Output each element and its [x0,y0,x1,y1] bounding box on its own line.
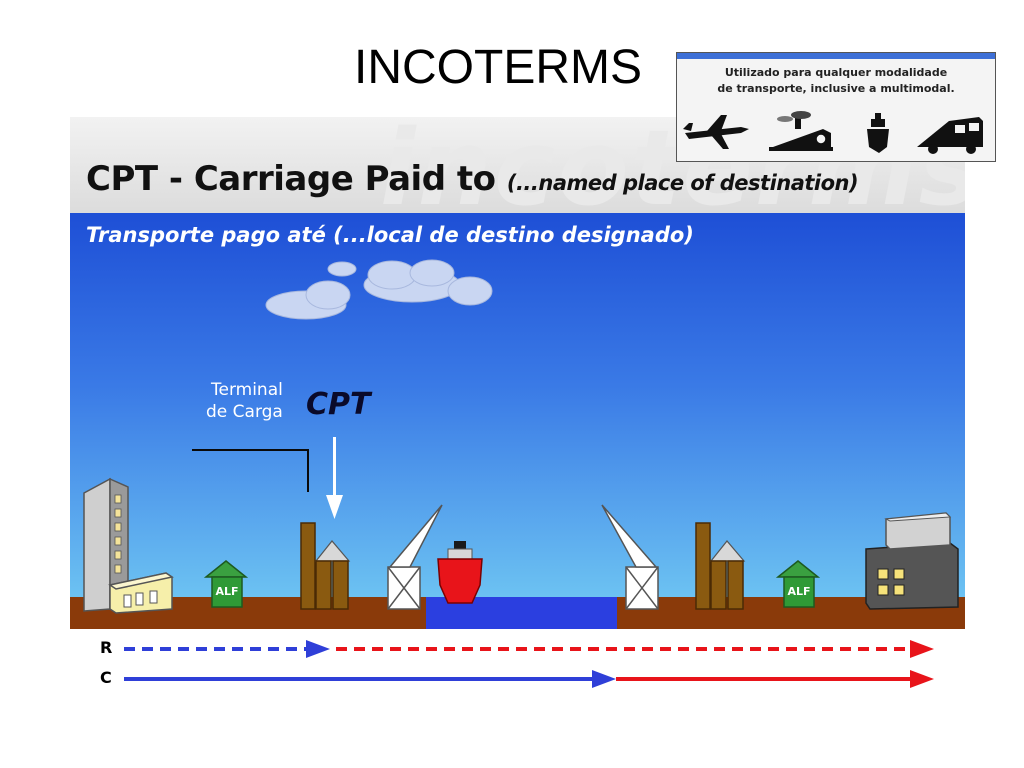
info-box-text: Utilizado para qualquer modalidade de tr… [717,66,955,95]
crane-left [387,504,443,610]
factory-box [108,572,174,614]
warehouse-alf-1 [203,560,249,608]
cost-arrow-seller [124,670,616,688]
risk-arrow-buyer [336,640,934,658]
warehouse-alf-2-label: ALF [787,585,811,598]
ship [437,541,483,604]
clouds [265,259,493,320]
airplane-icon [683,115,749,149]
cpt-marker: CPT [306,387,371,422]
office-building [83,477,129,612]
port-scene [70,259,965,629]
crane-right [601,504,659,610]
destination-factory [865,512,959,610]
sky [70,213,965,597]
truck-icon [917,117,983,154]
cost-arrow-buyer [616,670,934,688]
terminal-bracket [192,449,309,492]
term-subtitle: (...named place of destination) [506,171,859,195]
warehouse-alf-1-label: ALF [215,585,239,598]
ship-icon [867,113,889,153]
risk-arrow-seller [124,640,330,658]
translation-title: Transporte pago até (...local de destino… [86,223,694,247]
cargo-terminal-left [300,522,351,610]
risk-label: R [100,638,113,657]
cargo-terminal-right [695,522,746,610]
cpt-arrow [326,437,343,519]
transport-icons [683,111,983,154]
info-box-bar [677,53,995,59]
terminal-label: Terminal de Carga [206,380,283,422]
cost-label: C [100,668,112,687]
train-icon [769,111,833,151]
warehouse-alf-2 [775,560,821,608]
transport-modes-box: Utilizado para qualquer modalidade de tr… [676,52,996,162]
slide-title: INCOTERMS [354,41,642,94]
term-title: CPT - Carriage Paid to (...named place o… [86,159,859,199]
